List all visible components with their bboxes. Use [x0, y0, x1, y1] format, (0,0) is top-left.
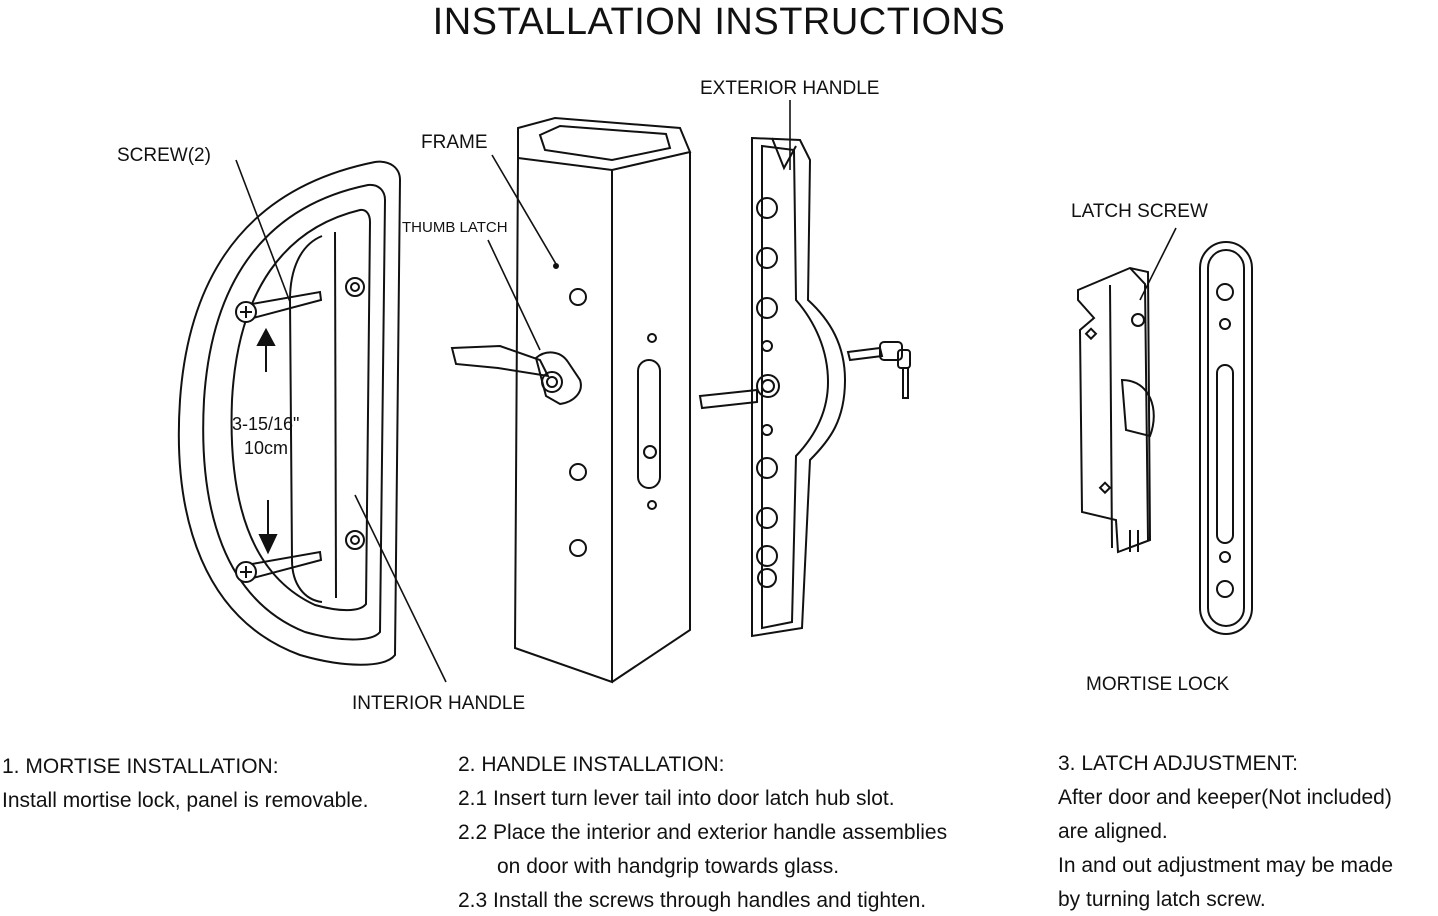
frame-label: FRAME — [421, 132, 488, 153]
step-heading: 2. HANDLE INSTALLATION: — [458, 753, 725, 776]
step-line: 2.3 Install the screws through handles a… — [458, 889, 927, 912]
screw-label: SCREW(2) — [117, 145, 211, 166]
thumb-latch-illustration — [450, 239, 582, 406]
dimension-cm-label: 10cm — [244, 438, 288, 458]
step-line: by turning latch screw. — [1058, 888, 1266, 911]
step-mortise-installation: 1. MORTISE INSTALLATION: Install mortise… — [2, 750, 442, 818]
step-line: 2.2 Place the interior and exterior hand… — [458, 821, 948, 844]
step-line: In and out adjustment may be made — [1058, 854, 1394, 877]
exterior-handle-illustration — [698, 100, 911, 638]
step-handle-installation: 2. HANDLE INSTALLATION: 2.1 Insert turn … — [458, 748, 1038, 916]
mortise-lock-label: MORTISE LOCK — [1086, 674, 1230, 695]
interior-handle-illustration — [177, 159, 447, 683]
dimension-inches-label: 3-15/16" — [232, 414, 299, 434]
exterior-handle-label: EXTERIOR HANDLE — [700, 78, 879, 99]
thumb-latch-label: THUMB LATCH — [402, 219, 508, 236]
step-latch-adjustment: 3. LATCH ADJUSTMENT: After door and keep… — [1058, 747, 1438, 916]
latch-screw-label: LATCH SCREW — [1071, 201, 1208, 222]
step-line: on door with handgrip towards glass. — [497, 855, 840, 878]
step-heading: 1. MORTISE INSTALLATION: — [2, 755, 279, 778]
step-heading: 3. LATCH ADJUSTMENT: — [1058, 752, 1298, 775]
interior-handle-label: INTERIOR HANDLE — [352, 693, 525, 714]
frame-illustration — [491, 116, 692, 684]
step-line: 2.1 Insert turn lever tail into door lat… — [458, 787, 895, 810]
step-line: Install mortise lock, panel is removable… — [2, 789, 369, 812]
mortise-lock-illustration — [1077, 227, 1253, 635]
page-title: INSTALLATION INSTRUCTIONS — [432, 1, 1006, 43]
step-line: After door and keeper(Not included) — [1058, 786, 1392, 809]
step-line: are aligned. — [1058, 820, 1168, 843]
